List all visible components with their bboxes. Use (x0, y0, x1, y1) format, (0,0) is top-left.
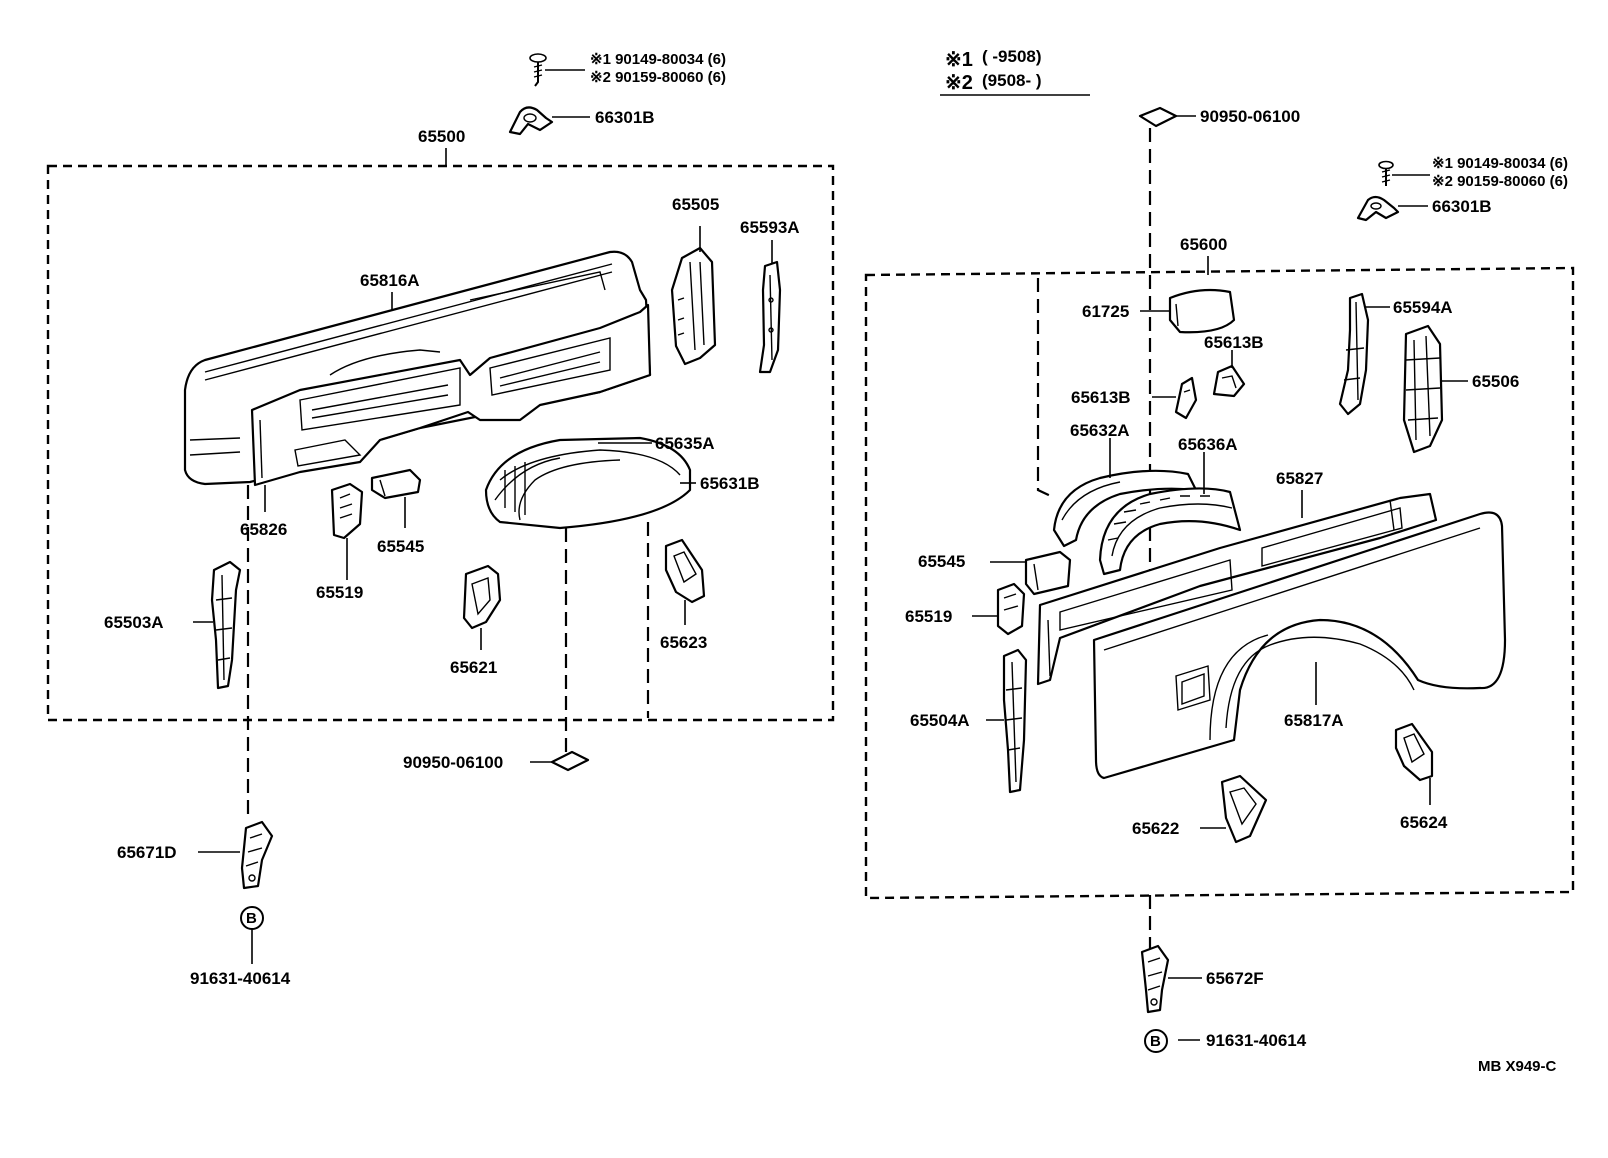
part-65613b-b (1174, 376, 1198, 420)
right-screw-icon (1378, 160, 1394, 186)
part-65817a-outer-panel (1092, 511, 1507, 780)
label-65613b-b: 65613B (1071, 388, 1131, 407)
left-assembly: ※1 90149-80034 (6) ※2 90159-80060 (6) 66… (46, 51, 835, 988)
right-screw-2-label: ※2 90159-80060 (6) (1432, 173, 1568, 190)
label-65632a: 65632A (1070, 421, 1130, 440)
part-65506-pillar (1402, 324, 1444, 454)
part-65519-brace (330, 482, 364, 540)
label-65594a: 65594A (1393, 298, 1453, 317)
part-65827-inner-panel (1036, 492, 1438, 686)
right-housing-axis (1036, 278, 1056, 499)
right-assembly-box (864, 266, 1575, 900)
right-screw-1-label: ※1 90149-80034 (6) (1432, 155, 1568, 172)
label-65621: 65621 (450, 658, 497, 677)
part-61725-fuel-lid (1168, 288, 1236, 334)
right-bolt-b-icon (1144, 1029, 1168, 1053)
label-65671d: 65671D (117, 843, 177, 862)
right-hook-label: 66301B (1432, 197, 1492, 216)
part-65826-liner (250, 303, 652, 487)
right-plug-icon (1138, 106, 1178, 128)
label-65623: 65623 (660, 633, 707, 652)
left-bolt-mark: B (246, 910, 257, 927)
catalog-code: MB X949-C (1478, 1058, 1557, 1075)
right-bolt-label: 91631-40614 (1206, 1031, 1307, 1050)
note-mark-2: ※2 (945, 72, 973, 94)
label-61725: 61725 (1082, 302, 1129, 321)
label-65622: 65622 (1132, 819, 1179, 838)
label-65613b-a: 65613B (1204, 333, 1264, 352)
left-screw-1-label: ※1 90149-80034 (6) (590, 51, 726, 68)
left-plug-icon (550, 750, 590, 772)
right-hook-icon (1356, 195, 1400, 222)
left-plug-label: 90950-06100 (403, 753, 503, 772)
label-65519-right: 65519 (905, 607, 952, 626)
label-65504a: 65504A (910, 711, 970, 730)
part-65545-right-bracket (1024, 550, 1072, 596)
label-65593a: 65593A (740, 218, 800, 237)
part-65519-right-brace (996, 582, 1026, 636)
part-65622-gusset (1220, 774, 1268, 844)
label-65826: 65826 (240, 520, 287, 539)
part-65631b-wheel-housing (484, 436, 692, 530)
part-65671d-bracket (240, 820, 274, 890)
label-65506: 65506 (1472, 372, 1519, 391)
left-screw-icon (529, 53, 547, 87)
label-65624: 65624 (1400, 813, 1448, 832)
label-65635a: 65635A (655, 434, 715, 453)
label-65636a: 65636A (1178, 435, 1238, 454)
left-hook-icon (508, 106, 554, 136)
label-65827: 65827 (1276, 469, 1323, 488)
left-assembly-box (46, 164, 835, 722)
right-bolt-mark: B (1150, 1033, 1161, 1050)
part-65636a-inner-wheelhouse (1098, 487, 1242, 576)
right-assembly-label: 65600 (1180, 235, 1227, 254)
part-65505-pillar (670, 246, 717, 366)
part-65624-gusset (1394, 722, 1434, 782)
label-65631b: 65631B (700, 474, 760, 493)
note-mark-1: ※1 (945, 49, 973, 71)
label-65545-right: 65545 (918, 552, 965, 571)
left-assembly-label: 65500 (418, 127, 465, 146)
part-65672f-bracket (1140, 944, 1170, 1014)
label-65545: 65545 (377, 537, 424, 556)
right-plug-label: 90950-06100 (1200, 107, 1300, 126)
note-range-2: (9508- ) (982, 71, 1042, 90)
right-assembly: 90950-06100 ※1 90149-80034 (6) ※2 90159-… (864, 106, 1575, 1053)
part-65545-bracket (370, 468, 422, 500)
label-65816a: 65816A (360, 271, 420, 290)
part-65503a-pillar (210, 560, 242, 690)
left-bolt-label: 91631-40614 (190, 969, 291, 988)
part-65594a-strip (1338, 292, 1370, 416)
date-range-notes: ※1 ( -9508) ※2 (9508- ) (940, 47, 1090, 96)
label-65672f: 65672F (1206, 969, 1264, 988)
label-65519: 65519 (316, 583, 363, 602)
part-65623-gusset (664, 538, 706, 604)
part-65621-gusset (462, 564, 502, 630)
label-65505: 65505 (672, 195, 719, 214)
part-65504a-pillar (1002, 648, 1028, 794)
label-65817a: 65817A (1284, 711, 1344, 730)
note-range-1: ( -9508) (982, 47, 1042, 66)
left-hook-label: 66301B (595, 108, 655, 127)
part-65593a-strip (758, 260, 782, 374)
label-65503a: 65503A (104, 613, 164, 632)
part-65613b-a (1212, 364, 1246, 398)
left-screw-2-label: ※2 90159-80060 (6) (590, 69, 726, 86)
